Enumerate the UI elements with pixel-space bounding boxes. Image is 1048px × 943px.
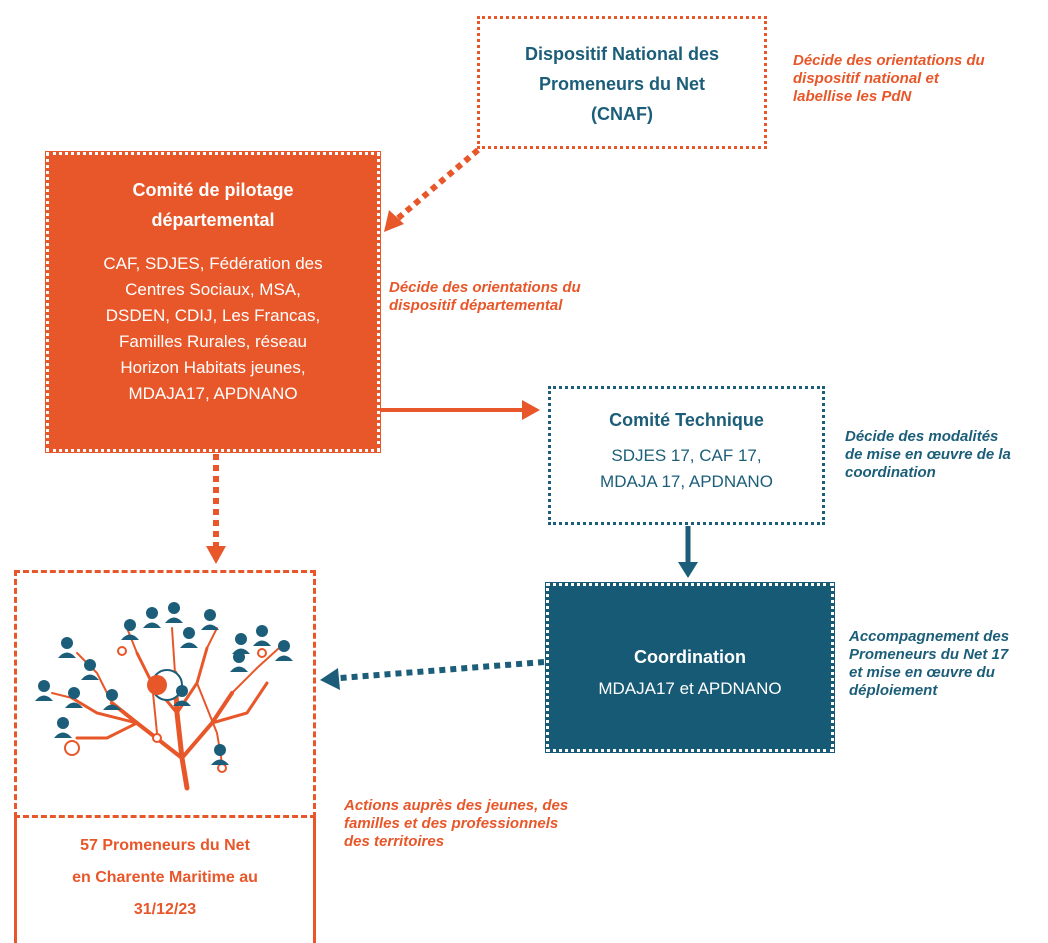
note-line: Décide des orientations du (793, 52, 985, 69)
arrow-technique-to-coordination (678, 526, 698, 578)
cnaf-line: Dispositif National des (524, 44, 720, 64)
arrow-copil-to-technique (380, 400, 540, 420)
copil-title-line: Comité de pilotage (132, 180, 294, 200)
arrow-cnaf-to-copil (384, 147, 480, 232)
copil-member-line: Familles Rurales, réseau (118, 332, 307, 351)
promeneurs-line: 31/12/23 (133, 901, 197, 918)
coordination-note: Accompagnement des Promeneurs du Net 17 … (849, 628, 1009, 700)
promeneurs-note: Actions auprès des jeunes, des familles … (344, 797, 568, 851)
copil-note: Décide des orientations du dispositif dé… (389, 279, 581, 315)
note-line: et mise en œuvre du (849, 664, 995, 681)
note-line: dispositif départemental (389, 297, 563, 314)
note-line: Actions auprès des jeunes, des (344, 797, 569, 814)
copil-member-line: Horizon Habitats jeunes, (120, 358, 306, 377)
arrow-coordination-to-promeneurs (320, 659, 545, 690)
note-line: Accompagnement des (849, 628, 1010, 645)
note-line: coordination (845, 464, 936, 481)
coordination-title: Coordination (634, 647, 746, 667)
technique-title: Comité Technique (609, 410, 764, 430)
note-line: des territoires (344, 833, 445, 850)
promeneurs-line: en Charente Maritime au (72, 869, 258, 886)
technique-box: Comité Technique SDJES 17, CAF 17, MDAJA… (548, 386, 825, 525)
note-line: labellise les PdN (793, 88, 912, 105)
note-line: dispositif national et (793, 70, 939, 87)
coordination-members: MDAJA17 et APDNANO (598, 679, 782, 698)
coordination-box: Coordination MDAJA17 et APDNANO (545, 582, 835, 753)
note-line: de mise en œuvre de la (845, 446, 1011, 463)
promeneurs-line: 57 Promeneurs du Net (80, 837, 250, 854)
copil-member-line: Centres Sociaux, MSA, (125, 280, 301, 299)
copil-title-line: départemental (151, 210, 275, 230)
promeneurs-count-box: 57 Promeneurs du Net en Charente Maritim… (14, 818, 316, 943)
promeneurs-illustration-box (14, 570, 316, 818)
note-line: déploiement (849, 682, 938, 699)
cnaf-box: Dispositif National des Promeneurs du Ne… (477, 16, 767, 149)
cnaf-line: (CNAF) (591, 104, 653, 124)
cnaf-line: Promeneurs du Net (538, 74, 706, 94)
technique-member-line: MDAJA 17, APDNANO (600, 472, 773, 491)
copil-box: Comité de pilotage départemental CAF, SD… (45, 151, 381, 453)
copil-member-line: CAF, SDJES, Fédération des (103, 254, 323, 273)
note-line: familles et des professionnels (344, 815, 559, 832)
cnaf-note: Décide des orientations du dispositif na… (793, 52, 985, 106)
note-line: Décide des modalités (845, 428, 999, 445)
arrow-copil-to-promeneurs (206, 454, 226, 564)
network-tree-illustration (35, 602, 293, 791)
note-line: Promeneurs du Net 17 (849, 646, 1009, 663)
technique-note: Décide des modalités de mise en œuvre de… (845, 428, 1011, 482)
copil-member-line: MDAJA17, APDNANO (128, 384, 298, 403)
technique-member-line: SDJES 17, CAF 17, (611, 446, 762, 465)
copil-member-line: DSDEN, CDIJ, Les Francas, (105, 306, 321, 325)
note-line: Décide des orientations du (389, 279, 581, 296)
